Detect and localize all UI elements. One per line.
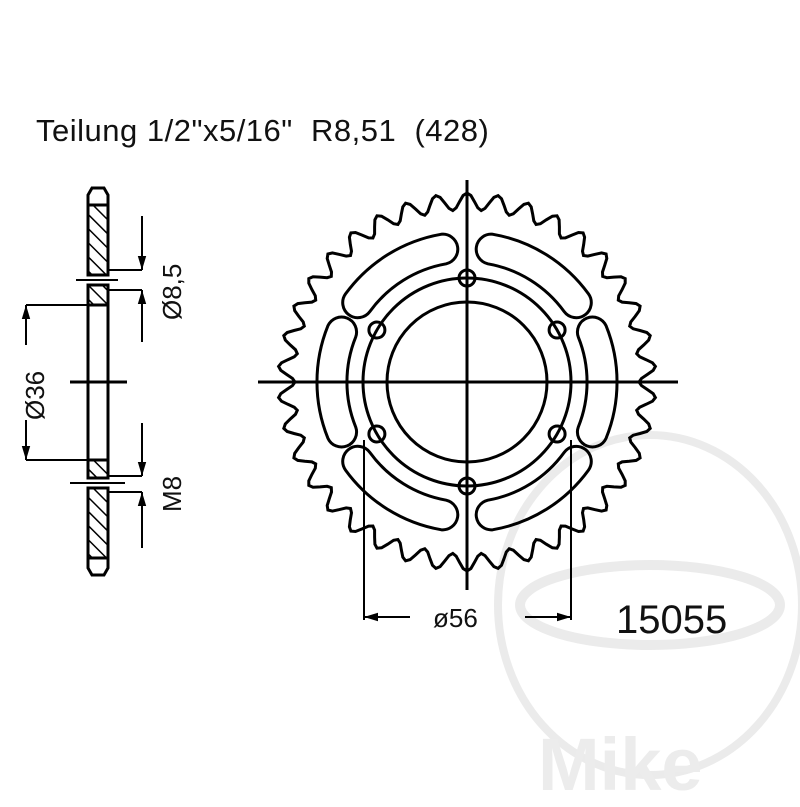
thread-dimension: M8 bbox=[157, 476, 187, 512]
bolt-circle-label: ø56 bbox=[433, 603, 478, 633]
sprocket-front-view bbox=[258, 180, 678, 590]
drawing-title: Teilung 1/2"x5/16" R8,51 (428) bbox=[36, 113, 490, 148]
bolt-hole bbox=[367, 424, 387, 444]
part-number: 15055 bbox=[616, 598, 728, 642]
bolt-hole bbox=[547, 320, 567, 340]
bore-dimension: Ø36 bbox=[20, 371, 50, 420]
bolt-hole-dimension: Ø8,5 bbox=[157, 264, 187, 320]
sprocket-teeth-outline bbox=[276, 191, 658, 573]
lightening-slot bbox=[474, 232, 593, 320]
lightening-slot bbox=[341, 232, 460, 320]
side-view: Ø8,5 Ø36 M8 bbox=[20, 186, 187, 577]
bolt-hole bbox=[547, 424, 567, 444]
lightening-slot bbox=[575, 315, 619, 449]
lightening-slot bbox=[474, 444, 593, 532]
watermark-text: Mike bbox=[538, 723, 703, 806]
bolt-hole bbox=[367, 320, 387, 340]
lightening-slot bbox=[315, 315, 359, 449]
bolt-circle-dimension: ø56 bbox=[363, 440, 572, 633]
